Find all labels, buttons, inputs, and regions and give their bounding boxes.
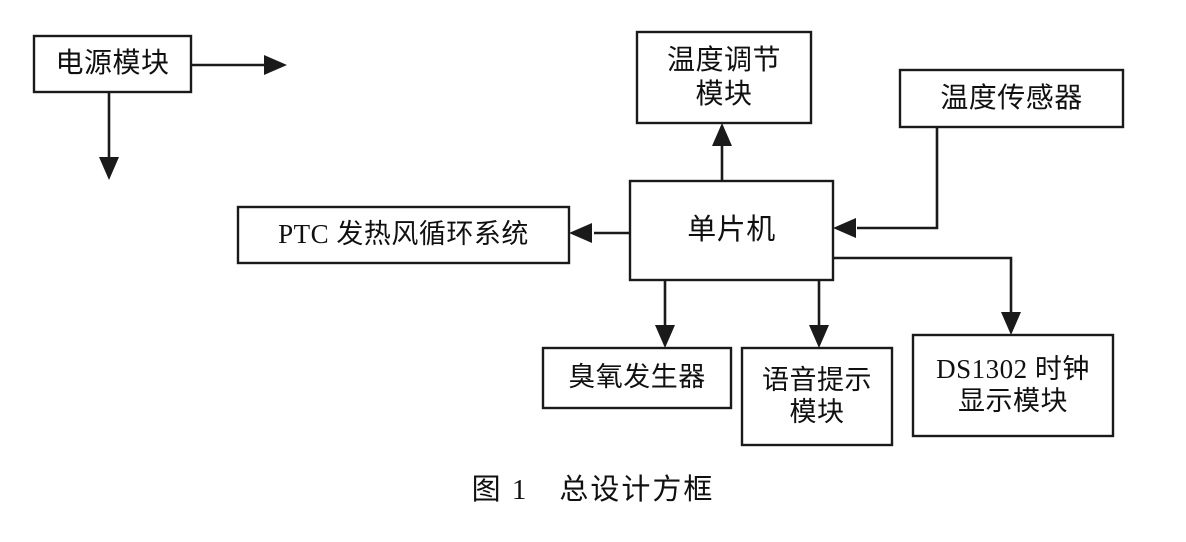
connector-layer bbox=[99, 55, 1021, 348]
block-ptc-heating-air-circulation-system bbox=[236, 205, 571, 265]
block-voice-prompt-module bbox=[740, 346, 894, 447]
arrowhead-power-to-down bbox=[99, 157, 119, 180]
arrowhead-mcu-to-ozone-generator bbox=[655, 325, 675, 348]
block-ozone-generator bbox=[541, 346, 733, 410]
block-power-module bbox=[32, 34, 193, 94]
arrowhead-mcu-to-temperature-regulation-module bbox=[712, 123, 732, 146]
arrowhead-mcu-to-voice-prompt-module bbox=[809, 325, 829, 348]
connector-temperature-sensor-to-mcu bbox=[857, 127, 939, 230]
connector-mcu-to-ds1302-clock-display-module bbox=[833, 256, 1013, 312]
block-mcu bbox=[628, 179, 835, 282]
arrowhead-mcu-to-ds1302-clock-display-module bbox=[1001, 312, 1021, 335]
block-ds1302-clock-display-module bbox=[911, 333, 1115, 438]
arrowhead-mcu-to-ptc bbox=[569, 223, 592, 243]
arrowhead-temperature-sensor-to-mcu bbox=[833, 218, 856, 238]
arrowhead-power-to-right bbox=[264, 55, 287, 75]
block-temperature-sensor bbox=[898, 68, 1125, 129]
block-temperature-regulation-module bbox=[635, 30, 813, 125]
box-layer bbox=[32, 30, 1125, 447]
figure-caption: 图 1 总设计方框 bbox=[471, 474, 715, 506]
